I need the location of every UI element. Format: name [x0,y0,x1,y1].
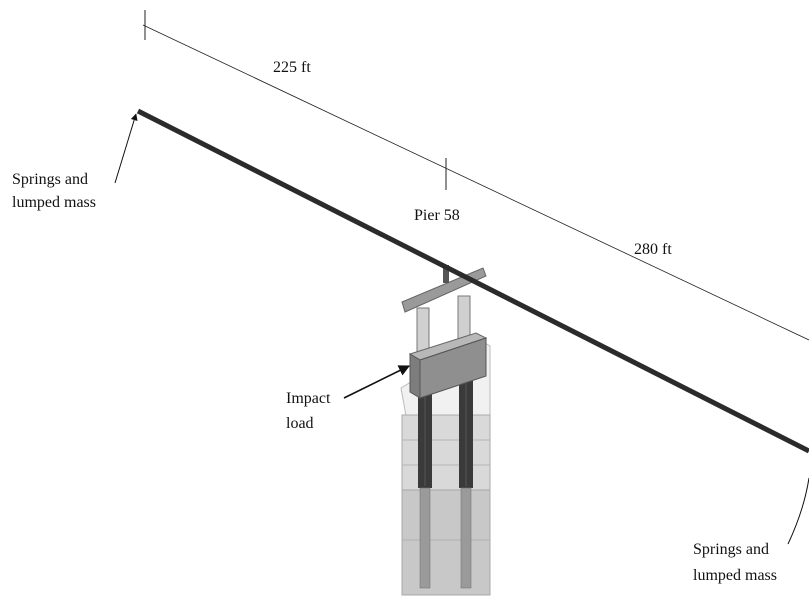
bridge-girder [136,108,809,454]
impact-block [408,332,488,399]
pile-left [419,487,431,589]
springs-left-leader [114,113,138,184]
span-left-label: 225 ft [273,59,311,76]
impact-leader [343,365,411,399]
pier-label: Pier 58 [414,207,460,224]
impact-block-side [419,337,487,399]
pier-columns [418,378,473,589]
span-right-label: 280 ft [634,241,672,258]
bearing-post [443,265,449,283]
springs-right-leader [787,477,809,545]
springs-left-label-line1: Springs and [12,171,88,188]
impact-label-line1: Impact [286,390,331,407]
soil-zone-upper [401,414,491,491]
dimension-line [142,24,809,341]
impact-label-line2: load [286,415,314,432]
springs-right-label-line1: Springs and [693,541,769,558]
pile-right [460,487,472,589]
springs-left-label-line2: lumped mass [12,194,96,211]
impact-block-front [409,353,421,399]
soil-zone-lower [401,489,491,596]
springs-right-label-line2: lumped mass [693,567,777,584]
